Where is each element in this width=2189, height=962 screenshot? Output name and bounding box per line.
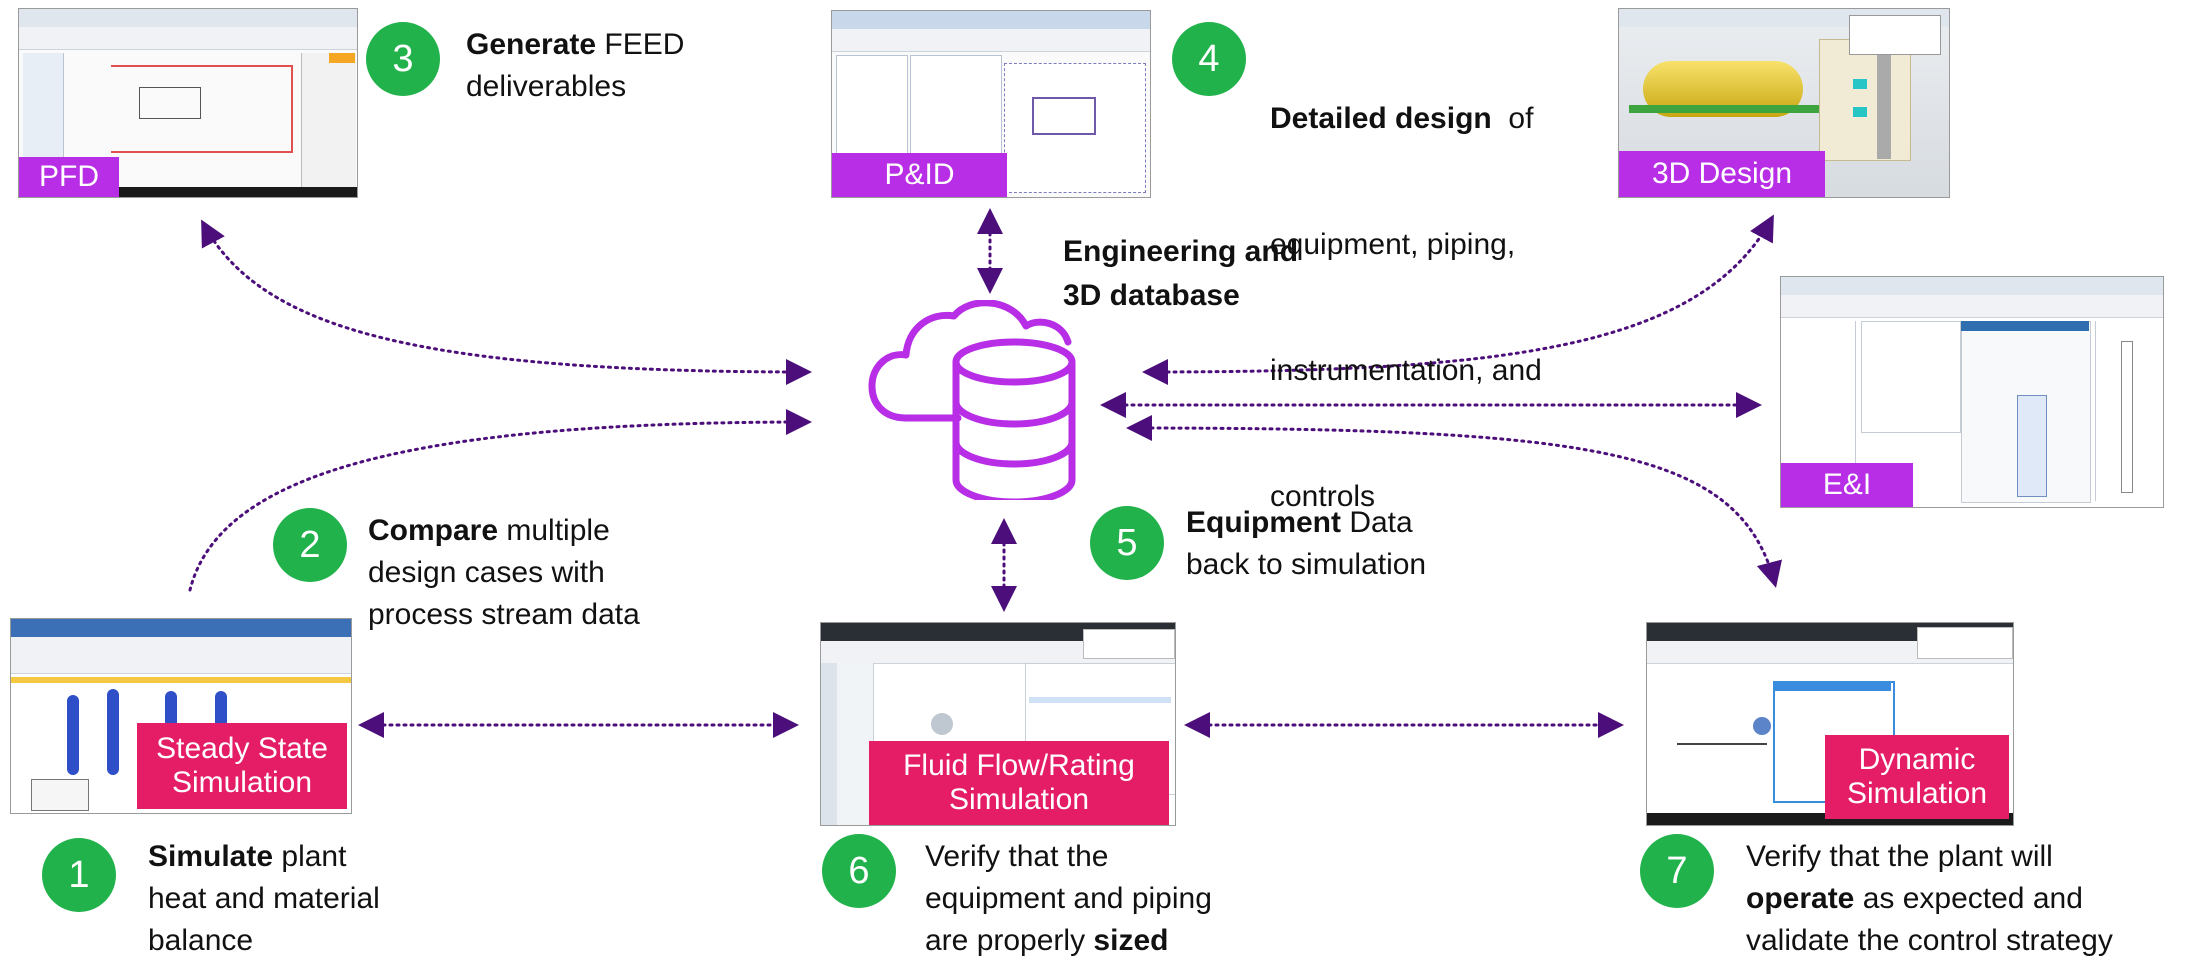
step-3-badge: 3 bbox=[366, 22, 440, 96]
steady-tag: Steady State Simulation bbox=[137, 723, 347, 809]
fluid-screenshot: Fluid Flow/Rating Simulation bbox=[820, 622, 1176, 826]
step-6-caption: Verify that the equipment and piping are… bbox=[925, 840, 1212, 957]
pid-screenshot: P&ID bbox=[831, 10, 1151, 198]
pfd-tag: PFD bbox=[19, 157, 119, 197]
cloud-database-icon bbox=[868, 300, 1076, 500]
step-1-caption: Simulate plant heat and material balance bbox=[148, 840, 380, 957]
arrow-steady-db bbox=[188, 409, 812, 592]
step-1-badge: 1 bbox=[42, 838, 116, 912]
pfd-screenshot: PFD bbox=[18, 8, 358, 198]
arrow-db-dynamic bbox=[1126, 415, 1782, 588]
pid-tag: P&ID bbox=[832, 153, 1007, 197]
fluid-tag: Fluid Flow/Rating Simulation bbox=[869, 741, 1169, 825]
ei-tag: E&I bbox=[1781, 463, 1913, 507]
steady-screenshot: Steady State Simulation bbox=[10, 618, 352, 814]
step-7-caption: Verify that the plant will operate as ex… bbox=[1746, 840, 2113, 957]
step-6-badge: 6 bbox=[822, 834, 896, 908]
design3d-screenshot: 3D Design bbox=[1618, 8, 1950, 198]
database-label: Engineering and 3D database bbox=[1063, 235, 1299, 312]
ei-screenshot: E&I bbox=[1780, 276, 2164, 508]
step-5-caption: Equipment Data back to simulation bbox=[1186, 506, 1427, 581]
arrow-pfd-db bbox=[201, 219, 812, 385]
step-2-caption: Compare multiple design cases with proce… bbox=[368, 514, 640, 631]
dynamic-tag: Dynamic Simulation bbox=[1825, 735, 2009, 819]
step-3-caption: Generate FEED deliverables bbox=[466, 28, 685, 103]
step-4-badge: 4 bbox=[1172, 22, 1246, 96]
step-4-caption: Detailed design of equipment, piping, in… bbox=[1270, 102, 1542, 513]
step-2-badge: 2 bbox=[273, 508, 347, 582]
design3d-tag: 3D Design bbox=[1619, 151, 1825, 197]
step-7-badge: 7 bbox=[1640, 834, 1714, 908]
step-5-badge: 5 bbox=[1090, 506, 1164, 580]
arrow-3d-db bbox=[1142, 214, 1774, 385]
dynamic-screenshot: Dynamic Simulation bbox=[1646, 622, 2014, 826]
